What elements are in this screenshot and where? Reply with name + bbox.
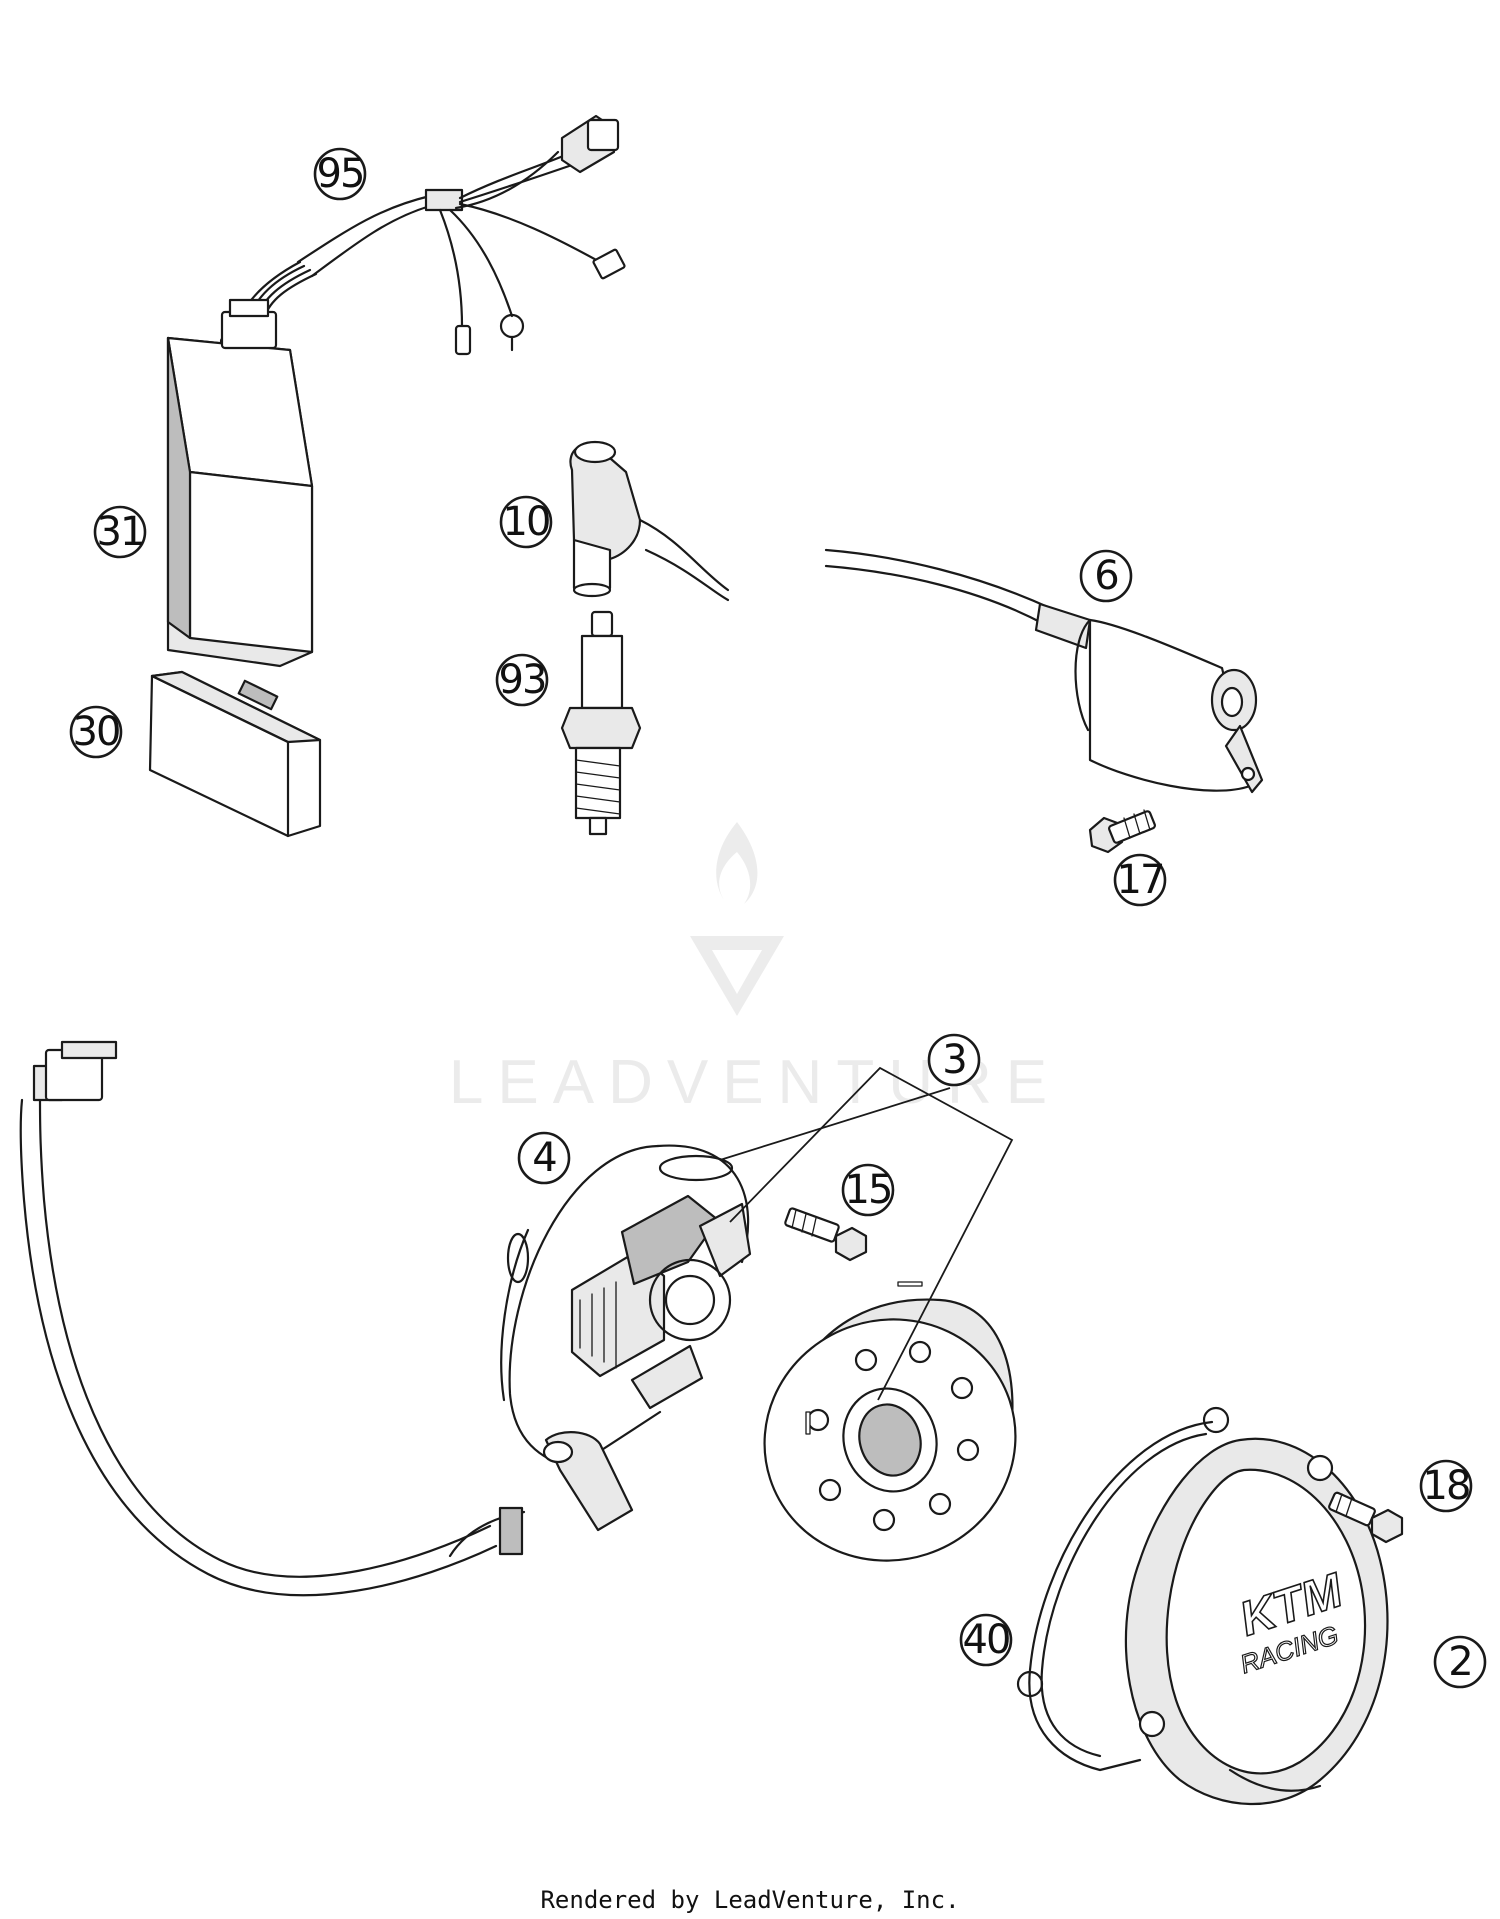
svg-text:6: 6 — [1094, 553, 1117, 599]
callout-10[interactable]: 10 — [499, 495, 553, 549]
svg-text:40: 40 — [963, 1617, 1010, 1663]
svg-text:2: 2 — [1448, 1639, 1471, 1685]
cover-gasket[interactable] — [1016, 1406, 1230, 1772]
leader-lines — [719, 1066, 1014, 1401]
callout-6[interactable]: 6 — [1079, 549, 1133, 603]
callout-30[interactable]: 30 — [69, 705, 123, 759]
svg-text:95: 95 — [317, 151, 364, 197]
callout-31[interactable]: 31 — [93, 505, 147, 559]
wiring-harness[interactable] — [219, 114, 626, 374]
svg-text:4: 4 — [532, 1135, 556, 1181]
callout-2[interactable]: 2 — [1433, 1635, 1487, 1689]
svg-text:10: 10 — [503, 499, 550, 545]
callout-40[interactable]: 40 — [959, 1613, 1013, 1667]
callout-95[interactable]: 95 — [313, 147, 367, 201]
svg-text:30: 30 — [73, 709, 120, 755]
stator-plate[interactable] — [19, 1040, 752, 1597]
svg-text:17: 17 — [1117, 857, 1164, 903]
svg-text:93: 93 — [499, 657, 546, 703]
callout-4[interactable]: 4 — [517, 1131, 571, 1185]
ignition-coil[interactable] — [824, 548, 1264, 794]
v-logo-icon — [690, 936, 784, 1016]
svg-text:3: 3 — [942, 1037, 965, 1083]
svg-text:18: 18 — [1423, 1463, 1470, 1509]
callout-93[interactable]: 93 — [495, 653, 549, 707]
stator-bolt[interactable] — [784, 1207, 868, 1262]
callout-15[interactable]: 15 — [841, 1163, 895, 1217]
svg-text:31: 31 — [97, 509, 144, 555]
cover-bolt[interactable] — [1328, 1491, 1404, 1544]
flywheel-rotor[interactable] — [733, 1281, 1047, 1593]
svg-text:15: 15 — [845, 1167, 892, 1213]
coil-bolt[interactable] — [1088, 809, 1156, 854]
spark-plug[interactable] — [560, 610, 642, 836]
rendered-by-footer: Rendered by LeadVenture, Inc. — [540, 1886, 960, 1914]
cdi-unit[interactable] — [166, 298, 314, 668]
rotor-stator-bracket — [729, 1066, 1014, 1401]
callout-18[interactable]: 18 — [1419, 1459, 1473, 1513]
spark-plug-cap[interactable] — [569, 440, 730, 602]
callout-17[interactable]: 17 — [1113, 853, 1167, 907]
cdi-holder[interactable] — [148, 670, 322, 838]
ignition-cover[interactable]: KTM RACING — [1124, 1437, 1389, 1806]
callout-3[interactable]: 3 — [927, 1033, 981, 1087]
flame-logo-icon — [716, 822, 758, 904]
